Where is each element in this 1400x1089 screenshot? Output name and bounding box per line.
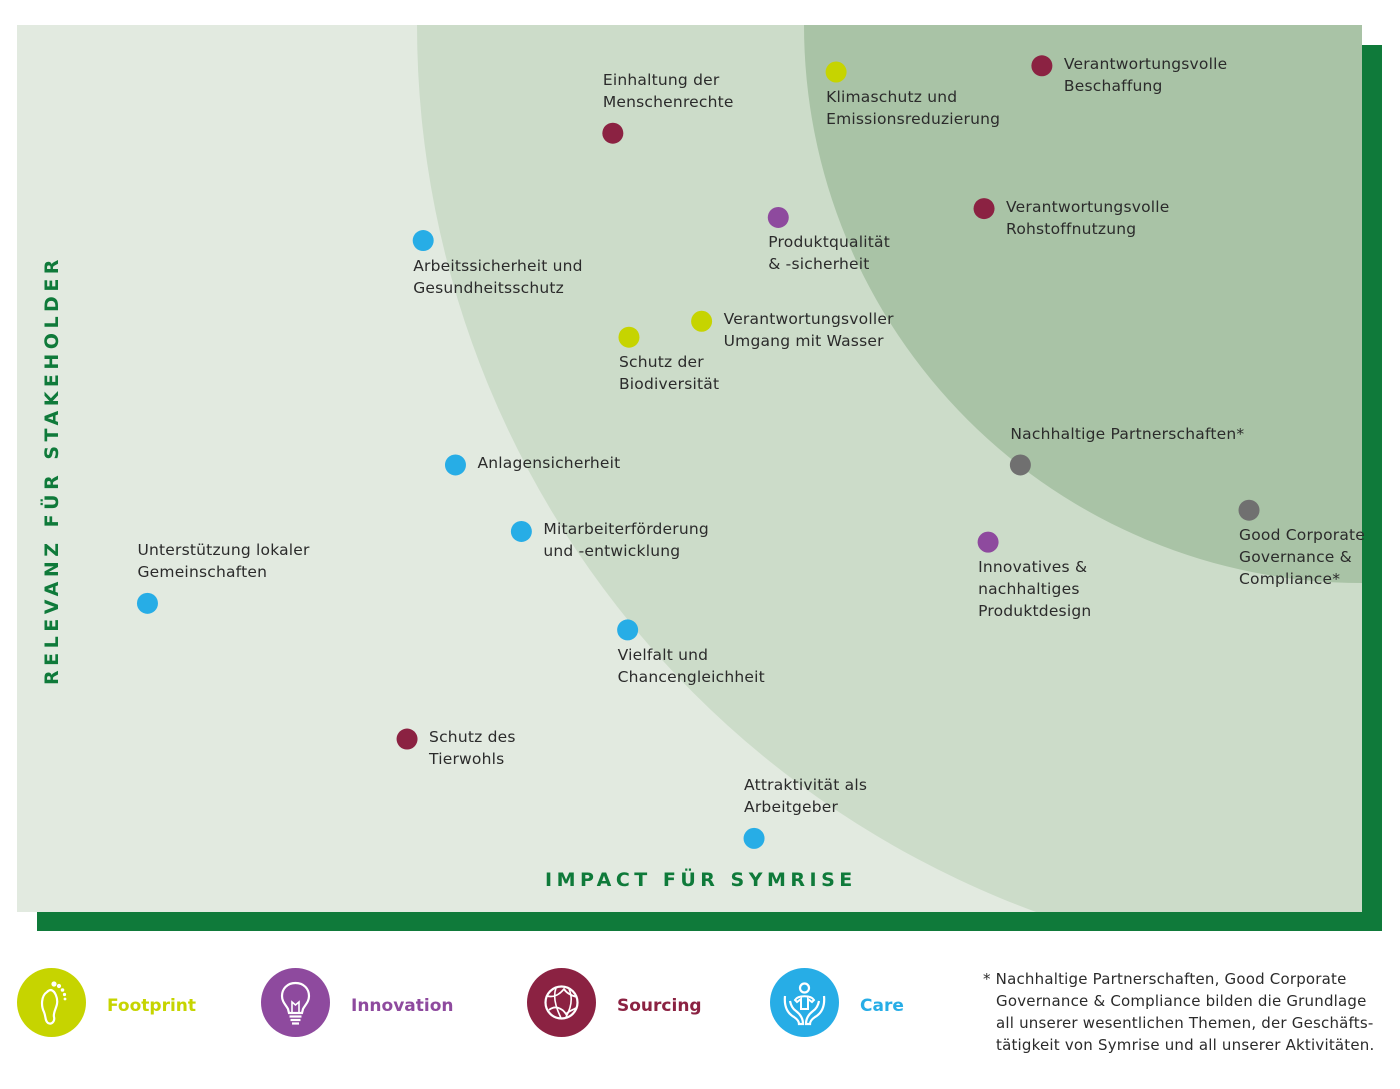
- point-label-line: Gesundheitsschutz: [413, 278, 564, 297]
- point-label-line: Menschenrechte: [602, 93, 734, 112]
- data-point: [396, 728, 418, 750]
- point-label-line: Chancengleichheit: [617, 667, 765, 686]
- data-point: [412, 230, 434, 252]
- point-label-line: nachhaltiges: [978, 580, 1080, 599]
- point-label-line: Verantwortungsvolle: [1006, 197, 1170, 216]
- point-label-line: Emissionsreduzierung: [826, 110, 1001, 128]
- lightbulb-icon: [261, 968, 330, 1037]
- data-point: [825, 61, 847, 83]
- data-point: [691, 310, 713, 332]
- point-label-line: Umgang mit Wasser: [723, 332, 884, 351]
- point-label-line: Arbeitssicherheit und: [413, 256, 583, 275]
- data-point: [973, 198, 995, 220]
- point-label: Nachhaltige Partnerschaften*: [1010, 423, 1244, 445]
- data-point: [767, 206, 789, 228]
- point-label-line: Biodiversität: [618, 375, 720, 394]
- point-label-line: Governance &: [1239, 548, 1352, 567]
- data-point: [618, 326, 640, 348]
- data-point: [743, 827, 765, 849]
- point-label-line: Good Corporate: [1239, 526, 1366, 545]
- legend-label-footprint: Footprint: [107, 996, 197, 1016]
- legend-label-care: Care: [860, 996, 904, 1016]
- matrix-plot: [17, 25, 1382, 931]
- point-label-line: Arbeitgeber: [744, 798, 839, 817]
- footnote-line: tätigkeit von Symrise und all unserer Ak…: [996, 1036, 1375, 1054]
- footnote-line: * Nachhaltige Partnerschaften, Good Corp…: [983, 970, 1347, 988]
- materiality-matrix: IMPACT FÜR SYMRISE RELEVANZ FÜR STAKEHOL…: [17, 25, 1382, 931]
- data-point: [1031, 55, 1053, 77]
- point-label-line: und -entwicklung: [543, 542, 681, 561]
- data-point: [977, 531, 999, 553]
- point-label-line: Einhaltung der: [602, 71, 720, 90]
- footnote-line: Governance & Compliance bilden die Grund…: [996, 992, 1367, 1010]
- point-label-line: Gemeinschaften: [137, 563, 268, 582]
- legend-label-sourcing: Sourcing: [617, 996, 702, 1016]
- x-axis-label: IMPACT FÜR SYMRISE: [545, 869, 857, 891]
- point-label-line: Klimaschutz und: [826, 88, 958, 106]
- data-point: [1009, 454, 1031, 476]
- legend-label-innovation: Innovation: [351, 996, 454, 1016]
- point-label: Anlagensicherheit: [477, 452, 620, 474]
- point-label-line: Tierwohls: [429, 750, 505, 769]
- data-point: [444, 454, 466, 476]
- point-label-line: & -sicherheit: [768, 255, 870, 274]
- data-point: [1238, 499, 1260, 521]
- globe-icon: [527, 968, 596, 1037]
- point-label-line: Produktqualität: [768, 233, 890, 252]
- point-label-line: Rohstoffnutzung: [1006, 219, 1137, 238]
- point-label-line: Produktdesign: [978, 602, 1092, 621]
- data-point: [602, 122, 624, 144]
- caring-hands-icon: [770, 968, 839, 1037]
- point-label-line: Nachhaltige Partnerschaften*: [1010, 424, 1245, 443]
- point-label-line: Innovatives &: [978, 558, 1088, 577]
- point-label: Mitarbeiterförderung und -entwicklung: [543, 518, 709, 562]
- point-label: Produktqualität & -sicherheit: [768, 231, 890, 275]
- footnote-line: all unserer wesentlichen Themen, der Ges…: [996, 1014, 1374, 1032]
- point-label-line: Beschaffung: [1063, 76, 1163, 95]
- point-label-line: Verantwortungsvoller: [723, 310, 894, 329]
- point-label-line: Vielfalt und: [617, 645, 709, 664]
- y-axis-label: RELEVANZ FÜR STAKEHOLDER: [41, 255, 63, 685]
- data-point: [510, 520, 532, 542]
- data-point: [136, 592, 158, 614]
- point-label-line: Unterstützung lokaler: [137, 541, 310, 560]
- point-label-line: Mitarbeiterförderung: [543, 520, 709, 539]
- data-point: [617, 619, 639, 641]
- zone-high: [804, 25, 1362, 583]
- point-label-line: Attraktivität als: [744, 776, 868, 795]
- point-label-line: Schutz des: [429, 728, 516, 747]
- point-label-line: Verantwortungsvolle: [1063, 54, 1228, 73]
- footprint-icon: [17, 968, 86, 1037]
- point-label-line: Schutz der: [618, 353, 704, 372]
- point-label-line: Compliance*: [1239, 570, 1341, 589]
- footnote: * Nachhaltige Partnerschaften, Good Corp…: [983, 968, 1374, 1056]
- point-label-line: Anlagensicherheit: [477, 453, 621, 472]
